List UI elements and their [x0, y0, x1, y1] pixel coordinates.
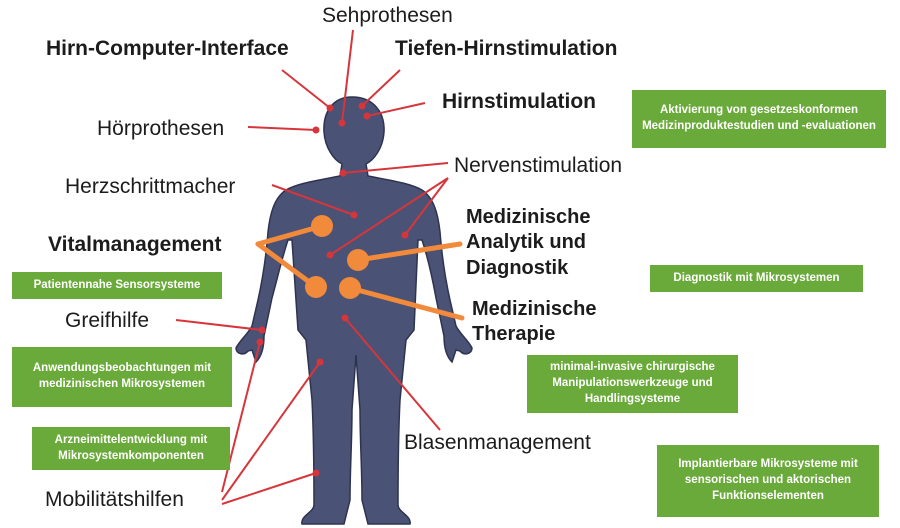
hub-line-vital-lower — [255, 241, 319, 290]
connector-sehprothesen — [341, 29, 354, 124]
hub-therapie — [339, 277, 361, 299]
connector-hirnstimulation — [366, 102, 426, 117]
box-minimal-invasive: minimal-invasive chirurgische Manipulati… — [527, 355, 738, 413]
label-blasenmanagement: Blasenmanagement — [404, 431, 591, 454]
dot-bladder — [341, 314, 349, 322]
dot-head-right — [358, 102, 366, 110]
box-anwendungsbeobachtungen: Anwendungsbeobachtungen mit medizinische… — [12, 347, 232, 407]
dot-leg — [316, 358, 324, 366]
hub-analytik — [347, 249, 369, 271]
connector-mobilitaet-leg — [221, 361, 321, 501]
hub-circles — [305, 215, 369, 299]
dot-hand — [258, 326, 266, 334]
dot-foot — [312, 469, 320, 477]
dot-heart — [350, 211, 358, 219]
connector-nerven-arm — [404, 177, 449, 236]
dot-neck — [339, 169, 347, 177]
hub-line-analytik — [355, 241, 463, 263]
label-medizinische-analytik: Medizinische Analytik und Diagnostik — [466, 206, 591, 279]
label-nervenstimulation: Nervenstimulation — [454, 154, 623, 177]
connector-hirn-computer — [281, 69, 331, 109]
hub-vital-upper — [311, 215, 333, 237]
label-tiefen-hirnstimulation: Tiefen-Hirnstimulation — [395, 37, 618, 60]
label-hirn-computer-interface: Hirn-Computer-Interface — [46, 37, 289, 60]
hub-lines — [255, 223, 465, 321]
connector-blasen — [344, 317, 441, 431]
hub-vital-lower — [305, 276, 327, 298]
label-mobilitaetshilfen: Mobilitätshilfen — [45, 488, 184, 511]
dot-head-left — [326, 104, 334, 112]
dot-ear — [312, 126, 320, 134]
connector-hoerprothesen — [247, 126, 317, 131]
connector-nerven-chest — [329, 177, 449, 256]
label-herzschrittmacher: Herzschrittmacher — [65, 175, 236, 198]
dot-chest — [326, 251, 334, 259]
dot-eye — [338, 119, 346, 127]
label-vitalmanagement: Vitalmanagement — [48, 233, 222, 256]
connector-nerven-head — [342, 162, 449, 174]
box-implantierbare-mikrosysteme: Implantierbare Mikrosysteme mit sensoris… — [657, 445, 879, 517]
label-hirnstimulation: Hirnstimulation — [442, 90, 597, 113]
connector-greifhilfe — [175, 319, 263, 331]
label-medizinische-therapie: Medizinische Therapie — [472, 298, 597, 346]
connector-mobilitaet-foot — [221, 472, 317, 505]
dot-temple — [363, 112, 371, 120]
connector-tiefen-hirn — [361, 69, 401, 107]
hub-line-vital-upper — [255, 223, 325, 247]
dot-hand-lower — [256, 338, 264, 346]
connector-dots — [256, 102, 409, 477]
dot-arm — [401, 231, 409, 239]
connector-lines — [175, 29, 449, 505]
box-diagnostik-mikrosystemen: Diagnostik mit Mikrosystemen — [650, 265, 863, 292]
box-arzneimittelentwicklung: Arzneimittelentwicklung mit Mikrosystemk… — [32, 427, 230, 470]
hub-line-therapie — [347, 285, 465, 321]
connector-herzschrittmacher — [271, 184, 355, 216]
label-sehprothesen: Sehprothesen — [322, 4, 453, 27]
box-aktivierung-studien: Aktivierung von gesetzeskonformen Medizi… — [632, 90, 886, 148]
label-hoerprothesen: Hörprothesen — [97, 117, 225, 140]
box-patientennahe-sensorsysteme: Patientennahe Sensorsysteme — [12, 272, 222, 299]
label-greifhilfe: Greifhilfe — [65, 309, 150, 332]
human-body-silhouette — [235, 96, 473, 525]
